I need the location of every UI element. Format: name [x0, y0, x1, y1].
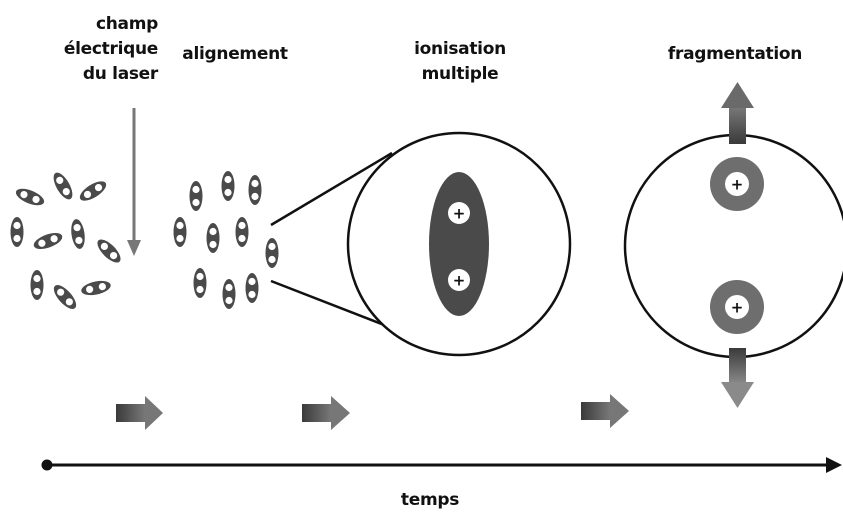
fragmentation-circle: + +	[623, 82, 843, 408]
random-molecules	[10, 169, 125, 313]
time-axis-arrowhead	[826, 457, 842, 473]
time-axis-label: temps	[400, 490, 460, 510]
laser-field-arrow	[127, 108, 141, 256]
ionisation-label-line2: multiple	[421, 64, 499, 84]
ionised-molecule	[429, 172, 489, 316]
charged-atom-top	[448, 202, 470, 224]
laser-field-label-line2: électrique	[63, 39, 158, 59]
ionisation-label: ionisation multiple	[385, 37, 535, 87]
fragment-bottom-charge: +	[731, 299, 744, 317]
aligned-molecules	[173, 171, 279, 309]
laser-field-label: champ électrique du laser	[20, 12, 158, 87]
fragment-up-arrow	[721, 82, 754, 144]
fragment-top: +	[710, 157, 764, 211]
laser-field-label-line3: du laser	[82, 64, 158, 84]
charge-sign-bottom: +	[453, 272, 466, 290]
zoom-lines	[270, 151, 393, 330]
step-arrow-2	[302, 396, 350, 430]
ionisation-label-line1: ionisation	[414, 39, 506, 59]
laser-field-label-line1: champ	[95, 14, 158, 34]
fragment-bottom: +	[710, 280, 764, 334]
fragmentation-label: fragmentation	[667, 44, 803, 64]
step-arrow-3	[581, 394, 629, 428]
ionisation-zoom-circle: + +	[346, 131, 572, 357]
fragment-down-arrow	[721, 348, 754, 408]
charged-atom-bottom	[448, 269, 470, 291]
time-axis	[41, 457, 842, 473]
fragment-top-charge: +	[731, 176, 744, 194]
step-arrow-1	[116, 396, 163, 430]
alignment-label: alignement	[182, 44, 288, 64]
progression-arrows	[116, 394, 629, 430]
charge-sign-top: +	[453, 205, 466, 223]
